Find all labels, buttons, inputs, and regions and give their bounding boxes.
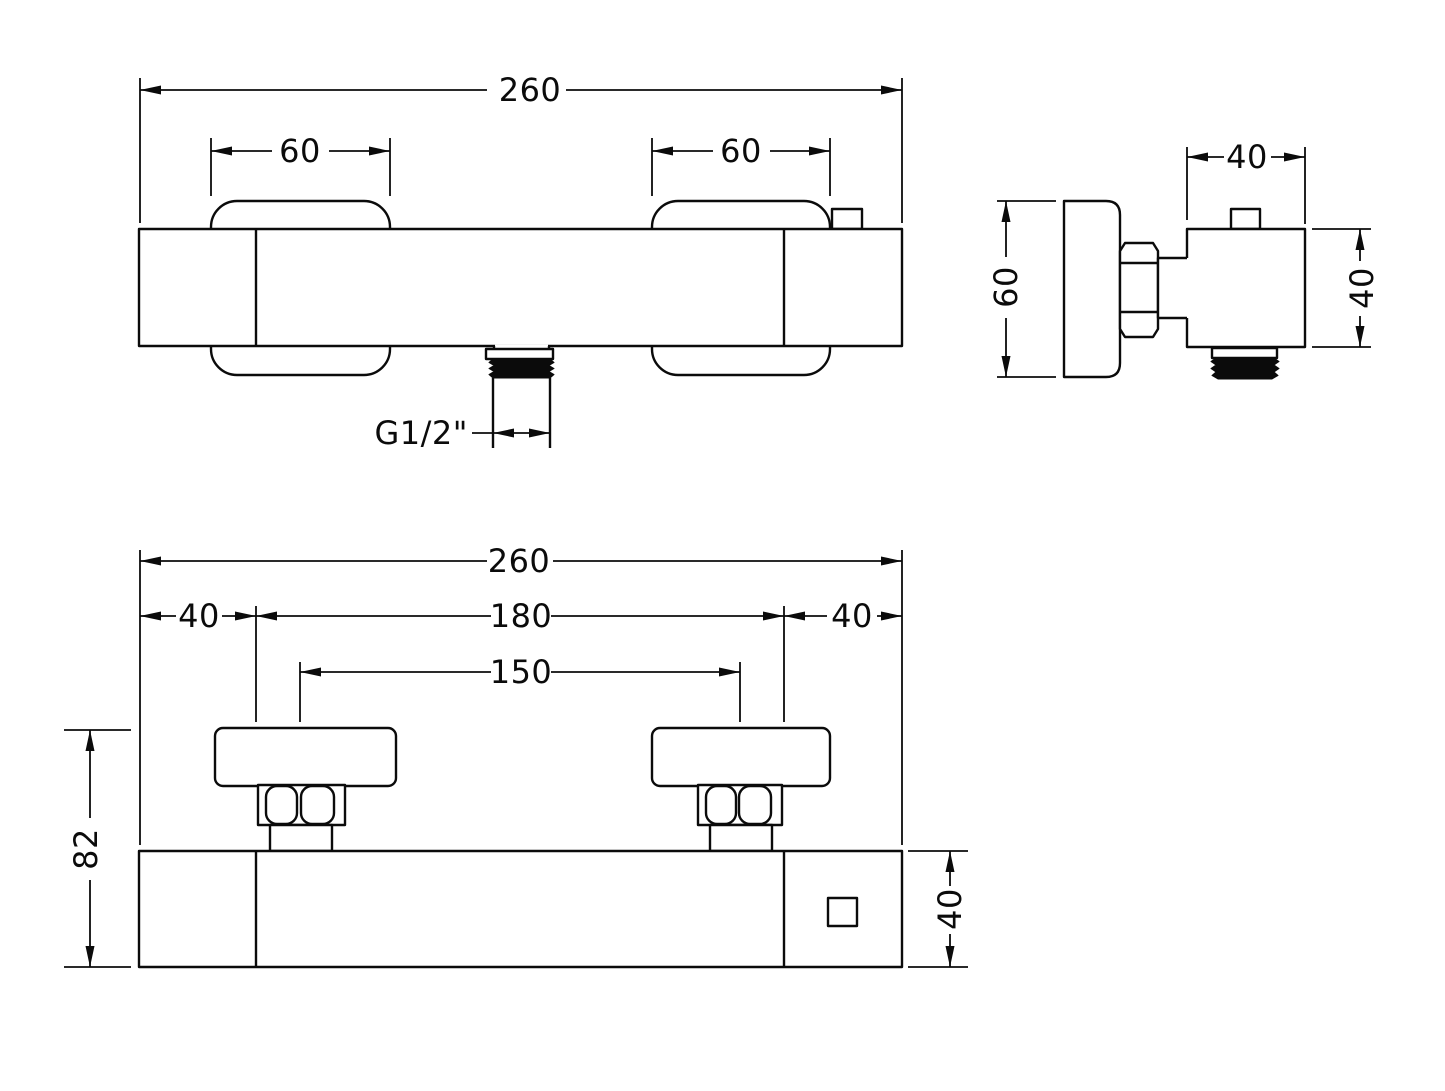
dim-label-front-left-block: 60 [279,132,321,170]
dim-label-front-right-block: 60 [720,132,762,170]
dim-label-outlet-thread: G1/2" [374,414,468,452]
dim-label-side-plate-height: 60 [987,266,1025,308]
plan-diverter-button [826,896,859,928]
front-bar-body [137,227,904,348]
side-wall-plate [1062,199,1122,379]
plan-left-bracket [213,726,398,788]
dim-label-plan-right-end: 40 [831,597,873,635]
dim-label-plan-total: 260 [488,542,551,580]
outlet-flange [484,347,555,361]
dim-label-plan-overall-depth: 82 [67,828,105,870]
plan-right-inlet-pipe [708,823,774,853]
side-view: 60 40 40 [987,138,1381,380]
plan-bar-body [137,849,904,969]
front-dim-right-block: 60 [651,132,831,196]
side-dim-body-height: 40 [1312,228,1381,348]
plan-dim-body-depth: 40 [908,850,969,968]
side-dim-body-width: 40 [1186,138,1306,224]
front-dim-total-width: 260 [139,71,903,223]
plan-right-bracket [650,726,832,788]
side-connector [1156,256,1187,320]
side-top-knob [1229,207,1262,231]
plan-dim-overall-depth: 82 [64,729,131,968]
plan-view: 260 40 180 40 150 [64,542,969,969]
plan-left-hex-nut [256,783,347,827]
front-view: 260 60 60 G1/2" [137,71,904,452]
side-outlet-thread [1210,357,1280,380]
front-top-knob [830,207,864,231]
dim-label-plan-inner: 180 [490,597,553,635]
side-dim-plate-height: 60 [987,200,1056,378]
front-dim-outlet-thread: G1/2" [374,414,550,452]
side-hex-nut [1118,241,1160,339]
plan-dim-total-width: 260 [139,542,903,845]
plan-dim-inlet-centres: 150 [299,653,741,722]
side-outlet-flange [1210,346,1279,360]
outlet-neck-mask [495,344,548,350]
dim-label-side-body-width: 40 [1226,138,1268,176]
dim-label-side-body-height: 40 [1343,267,1381,309]
outlet-thread [488,358,555,379]
plan-left-inlet-pipe [268,823,334,853]
dim-label-plan-body-depth: 40 [931,888,969,930]
dim-label-front-total: 260 [499,71,562,109]
dim-label-plan-inlet-centres: 150 [490,653,553,691]
front-dim-left-block: 60 [210,132,391,196]
plan-right-hex-nut [696,783,784,827]
dim-label-plan-left-end: 40 [178,597,220,635]
side-valve-body [1185,227,1307,349]
plan-dim-40-180-40: 40 180 40 [140,597,902,722]
